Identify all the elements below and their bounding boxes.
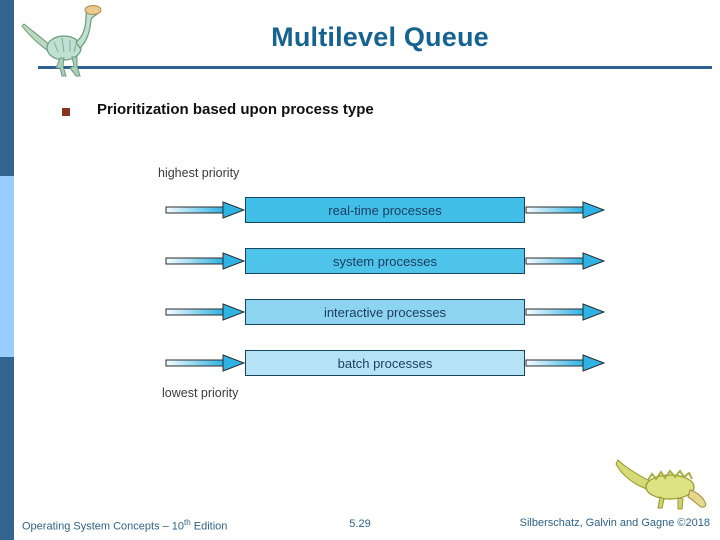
- queue-row: system processes: [165, 248, 605, 274]
- slide-title: Multilevel Queue: [271, 22, 489, 52]
- bullet-icon: [62, 108, 70, 116]
- flow-arrow-right-icon: [525, 201, 605, 219]
- page-number: 5.29: [349, 518, 371, 530]
- dinosaur-icon: [21, 5, 102, 77]
- flow-arrow-left-icon: [165, 201, 245, 219]
- highest-priority-label: highest priority: [158, 166, 240, 180]
- flow-arrow-right-icon: [525, 354, 605, 372]
- queue-box: real-time processes: [245, 197, 525, 223]
- dinosaur-icon: [615, 459, 707, 510]
- flow-arrow-left-icon: [165, 354, 245, 372]
- queue-row: real-time processes: [165, 197, 605, 223]
- flow-arrow-left-icon: [165, 252, 245, 270]
- lowest-priority-label: lowest priority: [162, 386, 239, 400]
- queue-box: system processes: [245, 248, 525, 274]
- title-underline: [38, 66, 712, 69]
- footer-book-title: Operating System Concepts – 10th Edition: [22, 518, 227, 533]
- queue-box: interactive processes: [245, 299, 525, 325]
- queue-row: interactive processes: [165, 299, 605, 325]
- queue-row: batch processes: [165, 350, 605, 376]
- bullet-text: Prioritization based upon process type: [97, 101, 374, 118]
- sidebar-band-light: [0, 176, 14, 357]
- footer-authors: Silberschatz, Galvin and Gagne ©2018: [519, 517, 710, 529]
- flow-arrow-right-icon: [525, 303, 605, 321]
- footer-book-prefix: Operating System Concepts – 10: [22, 520, 185, 533]
- footer-edition-rest: Edition: [190, 520, 228, 533]
- footer-edition-sup: th: [184, 518, 191, 527]
- queue-box: batch processes: [245, 350, 525, 376]
- flow-arrow-left-icon: [165, 303, 245, 321]
- flow-arrow-right-icon: [525, 252, 605, 270]
